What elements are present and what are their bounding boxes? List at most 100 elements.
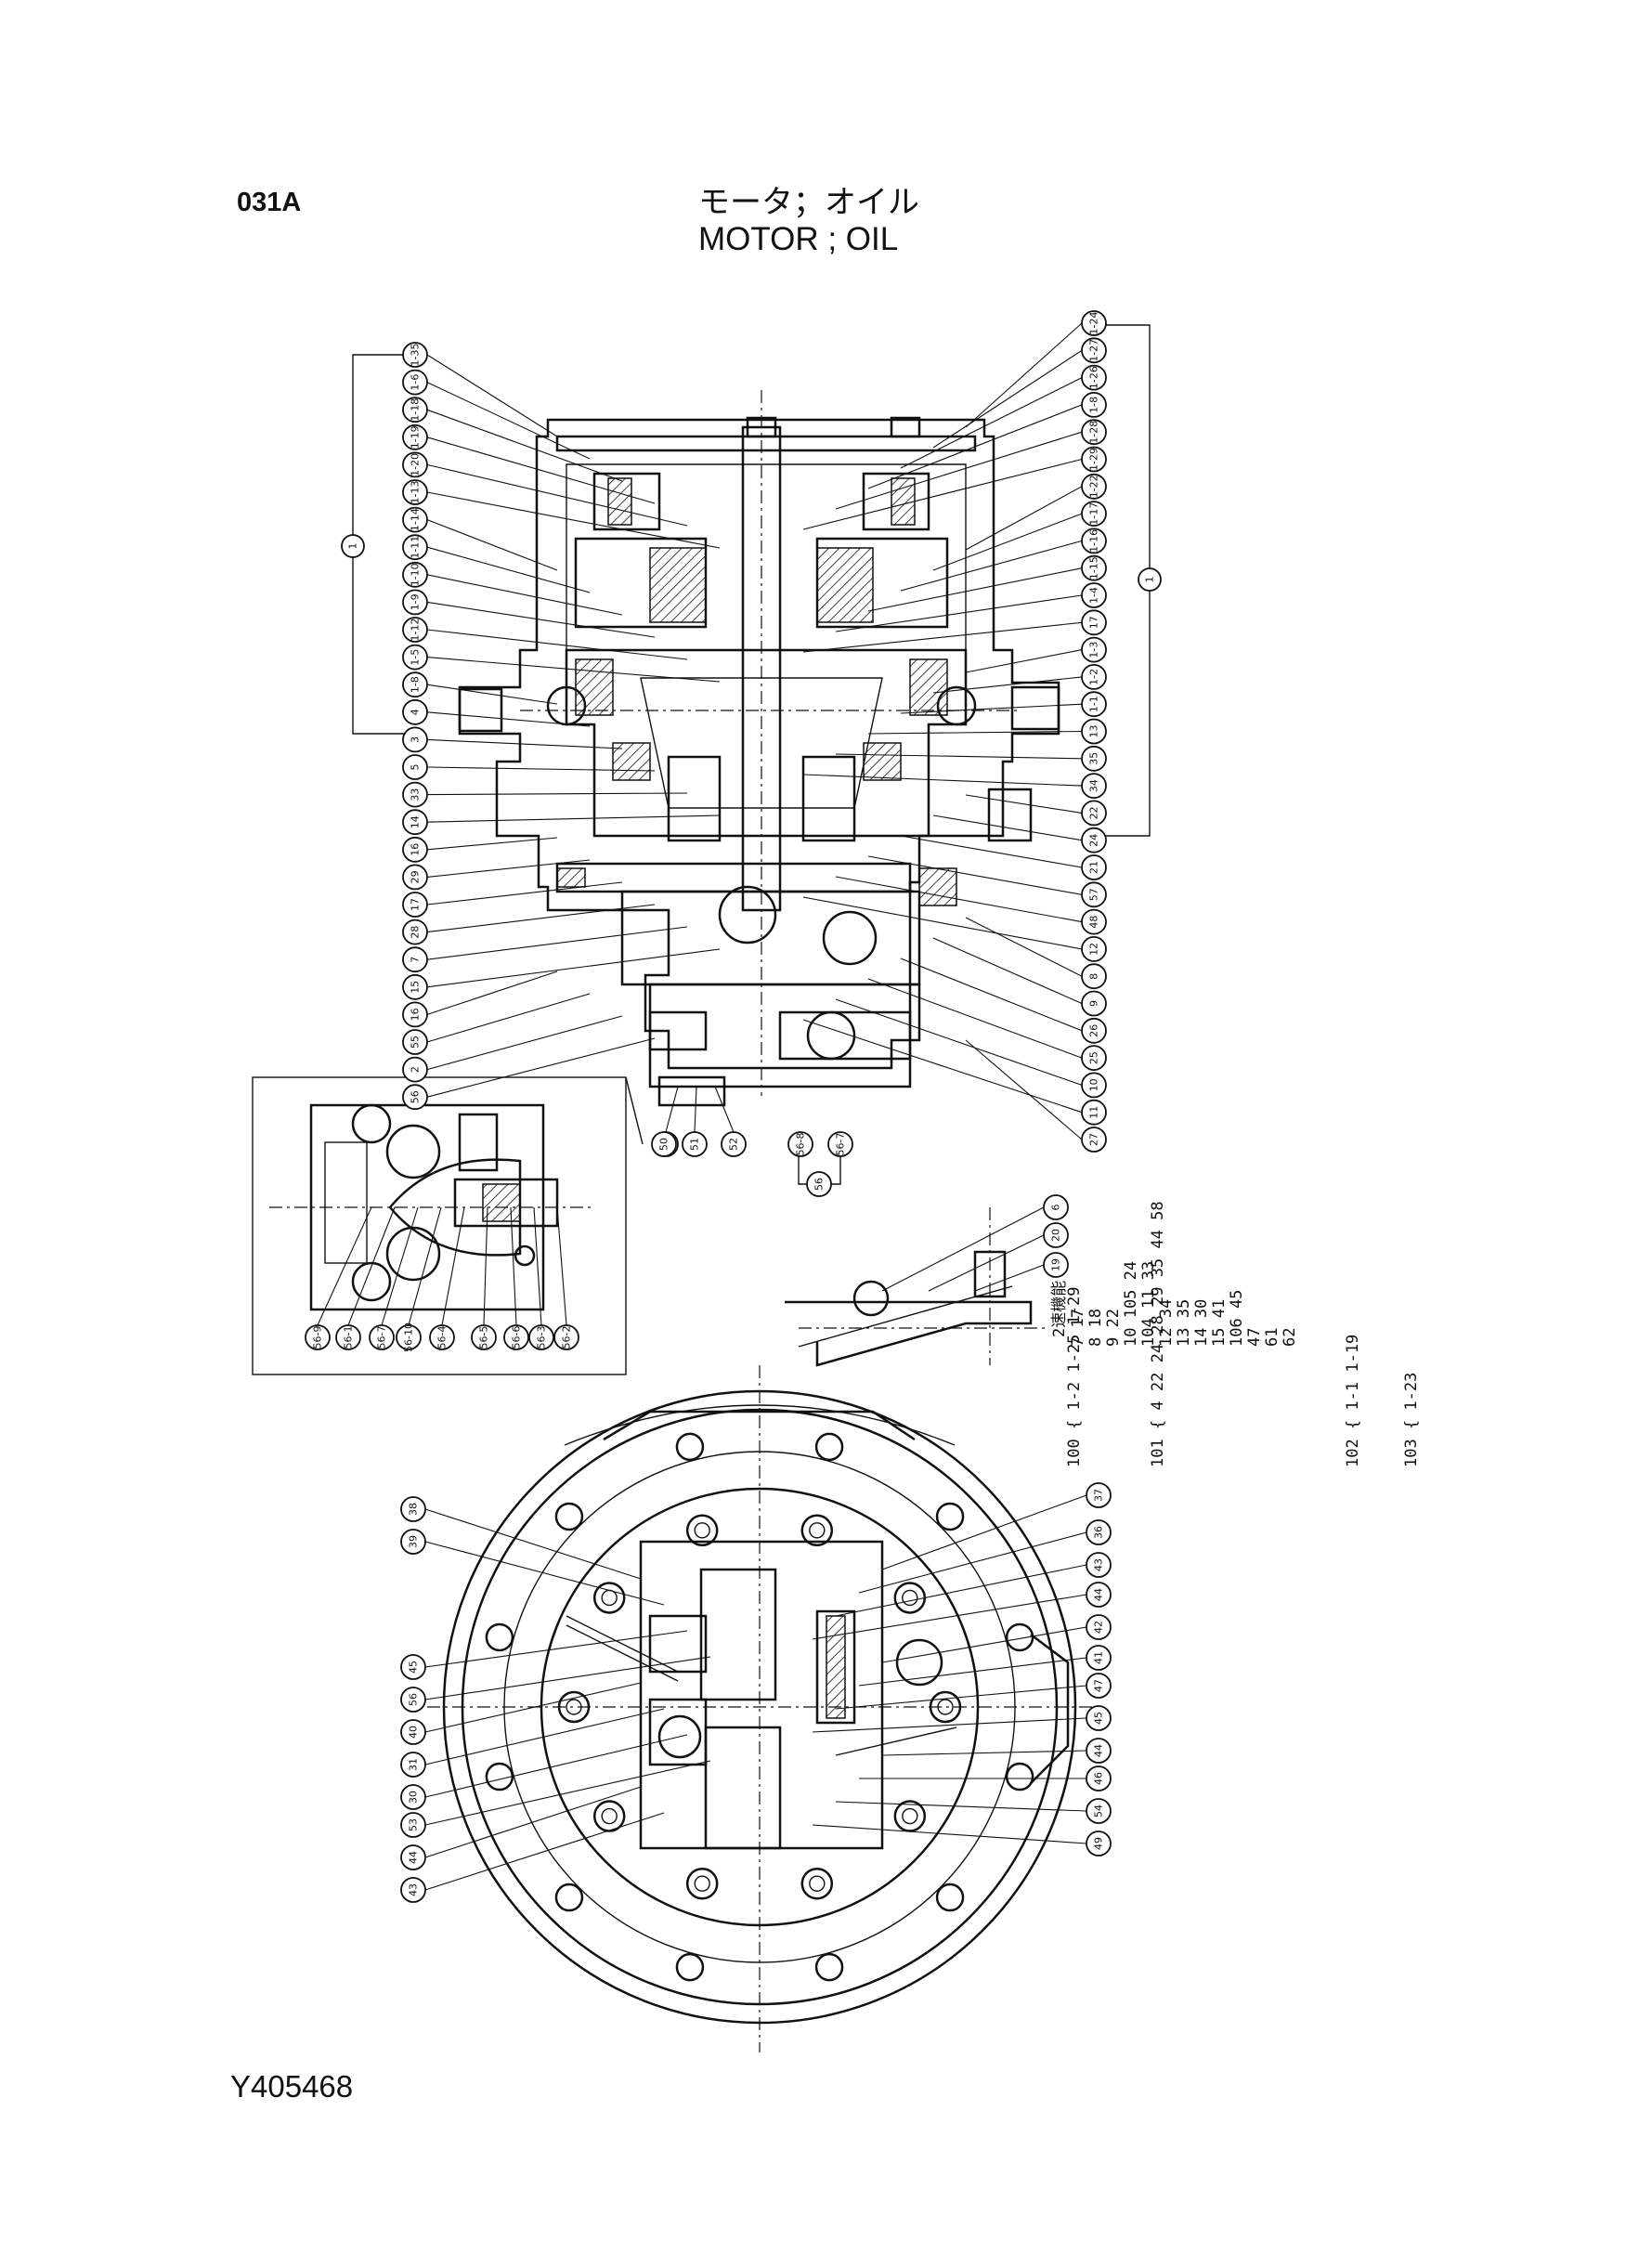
leader-right-12 — [965, 649, 1083, 673]
leader-lines — [317, 322, 1087, 1891]
callout-right-48: 48 — [1081, 908, 1107, 935]
leader-plan-left-3 — [424, 1656, 711, 1700]
title-english: MOTOR ; OIL — [698, 221, 899, 257]
legend-row-1: 8 18 — [1086, 1309, 1105, 1347]
title-japanese: モータ；オイル — [698, 184, 919, 221]
callout-plan-left-44: 44 — [400, 1844, 426, 1870]
leader-inset-5 — [483, 1206, 488, 1326]
callout-right-11-text: 11 — [1088, 1106, 1100, 1119]
callout-inset-56-2: 56-2 — [553, 1324, 579, 1350]
callout-inset-56-4-text: 56-4 — [436, 1326, 449, 1349]
callout-right-1-4: 1-4 — [1081, 582, 1107, 608]
callout-inset-56-7-text: 56-7 — [376, 1326, 388, 1349]
callout-inset-56-6-text: 56-6 — [511, 1326, 523, 1349]
callout-left-1-14: 1-14 — [402, 506, 428, 533]
group-label-left-text: 1 — [347, 543, 359, 550]
callout-right-17-text: 17 — [1088, 616, 1100, 629]
callout-left-56: 56 — [402, 1084, 428, 1111]
callout-right-24-text: 24 — [1088, 834, 1100, 847]
sheet-code: 031A — [237, 188, 302, 217]
callout-plan-left-30-text: 30 — [408, 1791, 420, 1804]
callout-inset-56-3-text: 56-3 — [536, 1326, 548, 1349]
callout-left-1-20: 1-20 — [402, 451, 428, 478]
inner-bolt — [800, 1514, 834, 1547]
callout-bottom-51-text: 51 — [689, 1138, 701, 1151]
inner-bolt-core — [694, 1522, 710, 1539]
callout-left-55: 55 — [402, 1029, 428, 1055]
callout-right-24: 24 — [1081, 827, 1107, 853]
callout-left-28: 28 — [402, 919, 428, 945]
outer-bolt — [814, 1952, 844, 1982]
callout-plan-right-44-text: 44 — [1093, 1588, 1105, 1601]
leader-inset-1 — [347, 1206, 396, 1326]
callout-left-28-text: 28 — [410, 926, 422, 939]
callout-right-1-28-text: 1-28 — [1088, 421, 1100, 444]
leader-right-28 — [835, 998, 1083, 1086]
callout-right-1-8: 1-8 — [1081, 391, 1107, 418]
legend-row-5: 12 34 — [1157, 1299, 1176, 1347]
callout-right-34-text: 34 — [1088, 779, 1100, 792]
leader-left-22 — [426, 926, 688, 960]
group-label-right: 1 — [1138, 567, 1162, 592]
callout-left-7-text: 7 — [410, 957, 422, 963]
callout-left-1-10-text: 1-10 — [410, 563, 422, 586]
leader-bottom-2 — [714, 1086, 735, 1133]
callout-plan-left-40: 40 — [400, 1719, 426, 1745]
callout-right-13: 13 — [1081, 718, 1107, 745]
callout-plan-right-44: 44 — [1086, 1738, 1112, 1764]
callout-plan-right-43-text: 43 — [1093, 1558, 1105, 1571]
callout-inset-ref-text: 50 — [658, 1138, 670, 1151]
leader-left-26 — [426, 1015, 623, 1071]
callout-left-16: 16 — [402, 836, 428, 863]
callout-right-26: 26 — [1081, 1017, 1107, 1044]
callout-plan-left-38: 38 — [400, 1496, 426, 1522]
callout-left-16: 16 — [402, 1001, 428, 1028]
callout-left-1-19-text: 1-19 — [410, 425, 422, 449]
leader-right-15 — [867, 730, 1083, 735]
leader-plan-right-4 — [881, 1626, 1087, 1663]
callout-right-13-text: 13 — [1088, 725, 1100, 738]
leader-left-25 — [426, 993, 591, 1043]
callout-right-1-2: 1-2 — [1081, 664, 1107, 690]
leader-plan-right-6 — [835, 1685, 1087, 1710]
leader-plan-left-6 — [424, 1734, 688, 1798]
leader-left-8 — [426, 574, 623, 616]
leader-plan-right-11 — [812, 1824, 1087, 1844]
leader-plan-right-0 — [881, 1494, 1087, 1570]
callout-inset-56-6: 56-6 — [503, 1324, 529, 1350]
callout-sub56-56-8: 56-8 — [787, 1131, 813, 1157]
leader-left-16 — [426, 792, 688, 796]
callout-left-17-text: 17 — [410, 898, 422, 911]
callout-right-17: 17 — [1081, 609, 1107, 636]
leader-left-6 — [426, 519, 558, 571]
leader-right-24 — [965, 917, 1083, 977]
callout-left-4: 4 — [402, 698, 428, 725]
leader-right-9 — [867, 567, 1083, 612]
callout-left-1-6-text: 1-6 — [410, 374, 422, 391]
callout-right-1-22-text: 1-22 — [1088, 475, 1100, 498]
callout-left-3-text: 3 — [410, 736, 422, 743]
legend-group-102: 102 { 1-1 1-19 — [1344, 1335, 1362, 1467]
leader-plan-left-5 — [424, 1708, 665, 1765]
inner-bolt — [893, 1582, 927, 1614]
callout-left-1-11-text: 1-11 — [410, 536, 422, 559]
callout-left-56-text: 56 — [410, 1090, 422, 1103]
callout-detail-19: 19 — [1043, 1252, 1069, 1278]
leader-right-3 — [867, 404, 1083, 489]
callout-plan-right-47: 47 — [1086, 1673, 1112, 1699]
leader-left-5 — [426, 491, 721, 549]
callout-left-1-9-text: 1-9 — [410, 593, 422, 610]
leader-right-18 — [965, 794, 1083, 814]
callout-left-14-text: 14 — [410, 815, 422, 828]
callout-inset-56-5: 56-5 — [471, 1324, 497, 1350]
callout-detail-20: 20 — [1043, 1222, 1069, 1248]
leader-inset-0 — [317, 1206, 372, 1326]
inner-bolt-core — [809, 1522, 826, 1539]
callout-inset-56-10-text: 56-10 — [403, 1322, 415, 1352]
callout-right-1-4-text: 1-4 — [1088, 587, 1100, 604]
callout-plan-left-45-text: 45 — [408, 1661, 420, 1674]
callout-left-1-10: 1-10 — [402, 561, 428, 588]
leader-left-13 — [426, 711, 591, 727]
callout-right-21: 21 — [1081, 854, 1107, 880]
leader-right-14 — [900, 703, 1083, 714]
